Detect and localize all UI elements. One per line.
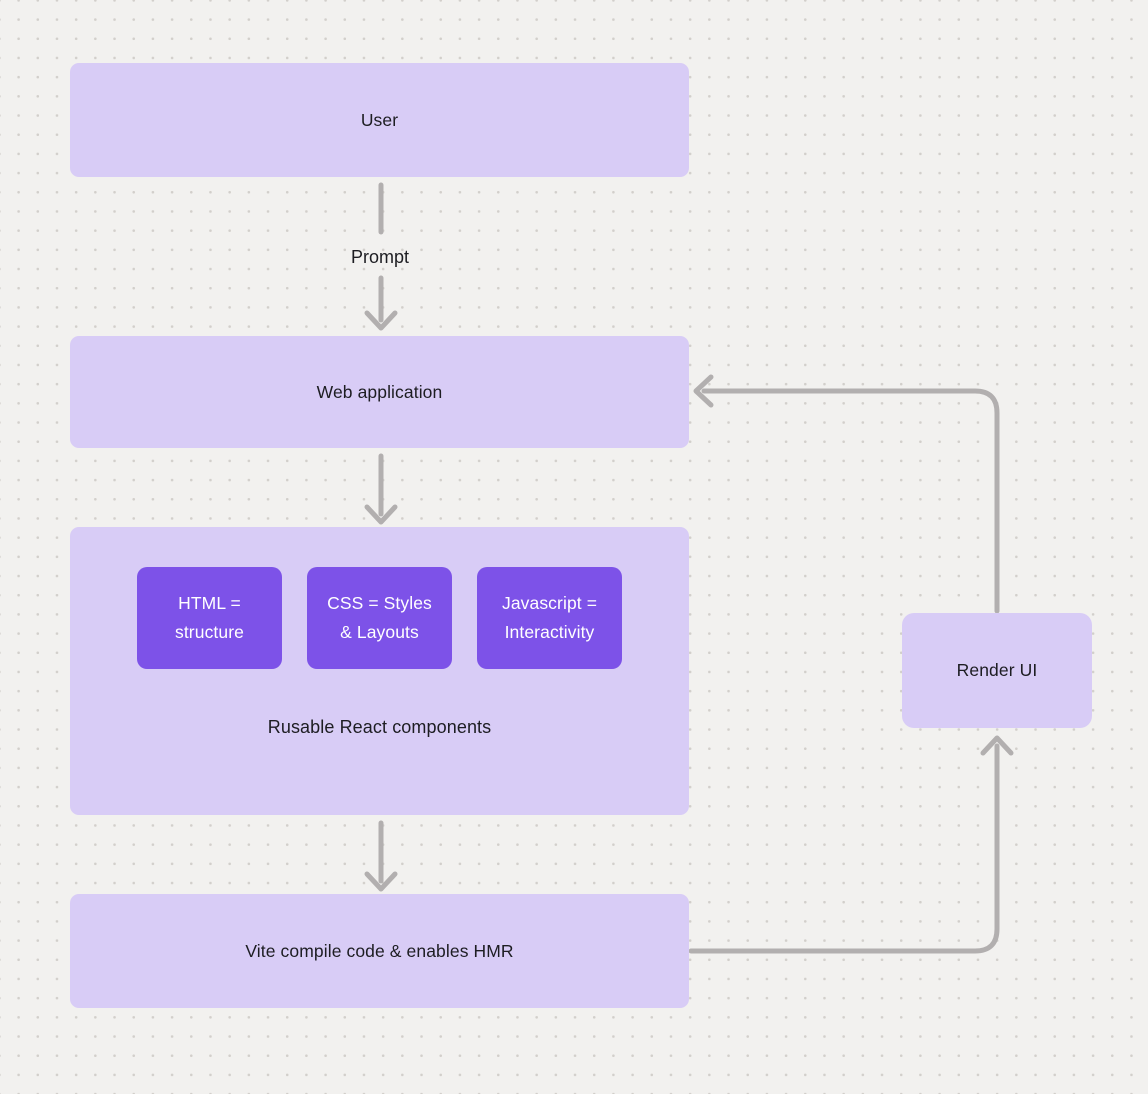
edge-renderui-to-webapp[interactable] [693,374,1000,614]
arrowhead-down [364,871,398,892]
node-web-application[interactable]: Web application [70,336,689,448]
node-components-label: Rusable React components [267,717,492,737]
chip-javascript[interactable]: Javascript = Interactivity [477,567,622,669]
chip-html-line1: HTML = [178,593,241,613]
edge-vite-to-renderui[interactable] [688,735,1014,954]
chip-css[interactable]: CSS = Styles & Layouts [307,567,452,669]
node-vite[interactable]: Vite compile code & enables HMR [70,894,689,1008]
node-web-application-label: Web application [316,381,443,402]
node-user-label: User [360,109,399,130]
chip-html-line2: structure [175,622,244,642]
node-components-container[interactable]: HTML = structure CSS = Styles & Layouts … [70,527,689,815]
prompt-label-text: Prompt [350,246,410,267]
chip-css-line1: CSS = Styles [327,593,432,613]
edge-prompt-to-webapp[interactable] [364,275,398,331]
edge-label-prompt: Prompt [310,243,450,271]
node-user[interactable]: User [70,63,689,177]
arrowhead-down [364,310,398,331]
node-render-ui[interactable]: Render UI [902,613,1092,728]
edge-components-to-vite[interactable] [364,820,398,892]
edge-webapp-to-components[interactable] [364,453,398,525]
chip-javascript-line1: Javascript = [501,593,598,613]
chip-css-line2: & Layouts [340,622,419,642]
arrowhead-down [364,504,398,525]
node-vite-label: Vite compile code & enables HMR [245,940,514,961]
arrowhead-up [980,735,1014,756]
arrowhead-left [693,374,714,408]
node-render-ui-label: Render UI [956,660,1038,680]
chip-html[interactable]: HTML = structure [137,567,282,669]
chip-javascript-line2: Interactivity [504,622,595,642]
